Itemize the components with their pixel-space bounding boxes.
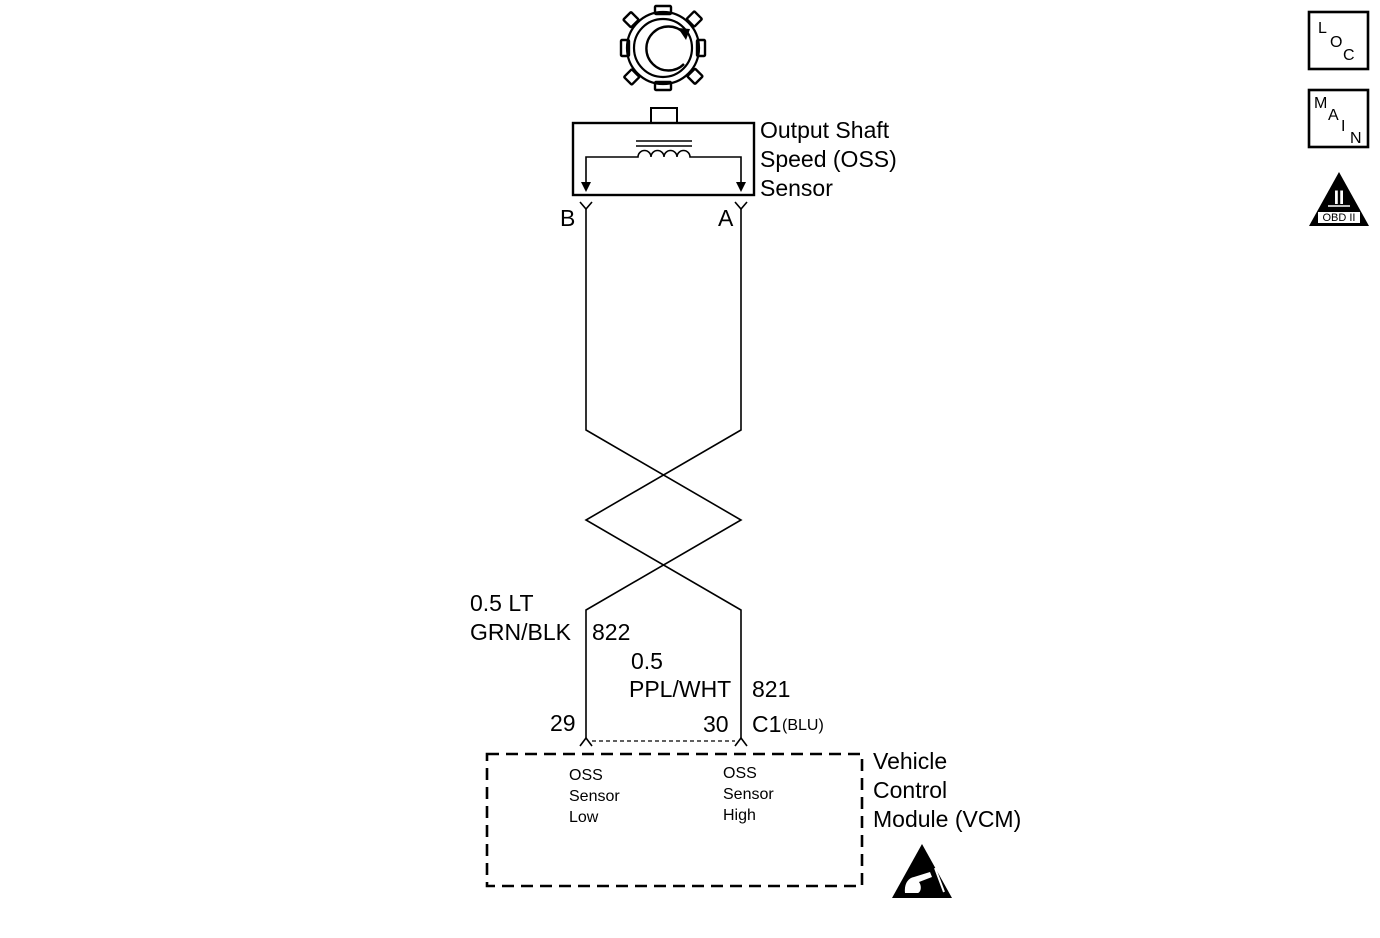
sensor-label-line2: Speed (OSS)	[760, 146, 897, 172]
vcm-high-line2: Sensor	[723, 786, 774, 803]
svg-text:OBD II: OBD II	[1322, 212, 1355, 224]
esd-sensitive-icon	[892, 844, 952, 898]
loc-badge: L O C	[1307, 10, 1370, 71]
vcm-module	[485, 752, 864, 888]
terminal-a-label: A	[718, 205, 734, 231]
reluctor-wheel-icon	[619, 4, 707, 92]
connector-color: (BLU)	[782, 717, 824, 734]
vcm-low-line2: Sensor	[569, 788, 620, 805]
obd-ii-icon: II OBD II	[1309, 172, 1369, 226]
vcm-low-line3: Low	[569, 809, 599, 826]
wire-821	[584, 209, 742, 738]
terminal-b-label: B	[560, 205, 575, 231]
wire-821-size: 0.5	[631, 648, 663, 674]
svg-text:A: A	[1328, 107, 1339, 124]
svg-text:C: C	[1343, 47, 1355, 64]
connector-pin-29: 29	[550, 710, 576, 736]
connector-pin-30: 30	[703, 711, 729, 737]
sensor-tip	[650, 107, 678, 124]
oss-sensor	[571, 121, 756, 197]
connector-name: C1	[752, 711, 781, 737]
svg-text:M: M	[1314, 95, 1327, 112]
vcm-high-line1: OSS	[723, 765, 757, 782]
wire-822-color: GRN/BLK	[470, 619, 572, 645]
wire-821-circuit: 821	[752, 676, 790, 702]
vcm-high-line3: High	[723, 807, 756, 824]
main-badge: M A I N	[1307, 88, 1370, 149]
sensor-label-line1: Output Shaft	[760, 117, 890, 143]
wire-822	[585, 209, 743, 738]
wire-821-color: PPL/WHT	[629, 676, 731, 702]
svg-text:N: N	[1350, 130, 1362, 147]
vcm-label-line3: Module (VCM)	[873, 806, 1021, 832]
wire-822-circuit: 822	[592, 619, 630, 645]
sensor-label-line3: Sensor	[760, 175, 833, 201]
connector-c1	[579, 736, 748, 747]
wire-822-size: 0.5 LT	[470, 590, 534, 616]
vcm-label-line2: Control	[873, 777, 947, 803]
vcm-low-line1: OSS	[569, 767, 603, 784]
svg-text:II: II	[1334, 188, 1345, 209]
svg-text:O: O	[1330, 34, 1342, 51]
vcm-label-line1: Vehicle	[873, 748, 947, 774]
svg-text:I: I	[1341, 118, 1345, 135]
svg-text:L: L	[1318, 20, 1327, 37]
